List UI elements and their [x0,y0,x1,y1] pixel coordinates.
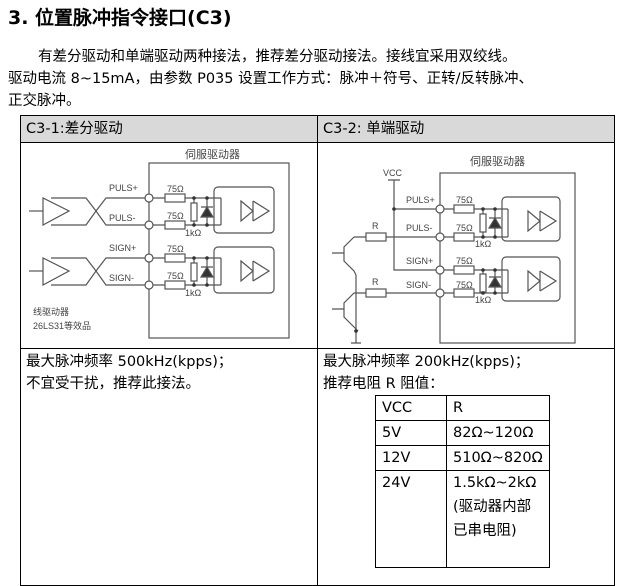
resistor-75-1 [164,193,186,203]
diagram-cell-single-ended: 伺服驱动器 VCC R R PULS+ PULS- SIGN+ SIGN- 75… [317,142,615,349]
resistor-label: 1kΩ [185,288,202,298]
line-driver-icon-pulse [42,197,71,227]
intro-line-2: 驱动电流 8~15mA，由参数 P035 设置工作方式：脉冲＋符号、正转/反转脉… [8,71,533,87]
desc-line: 最大脉冲频率 200kHz(kpps)； [323,354,530,370]
servo-drive-box [439,172,576,344]
differential-wiring-diagram: 伺服驱动器 PULS+ PULS- SIGN+ SIGN- 75Ω 75Ω 75… [29,148,290,339]
signal-label-puls-minus: PULS- [109,213,136,223]
signal-label-sign-minus: SIGN- [406,280,431,290]
cell-vcc: 24V [375,470,447,568]
servo-drive-label: 伺服驱动器 [470,155,525,168]
desc-single-ended: 最大脉冲频率 200kHz(kpps)； 推荐电阻 R 阻值： VCC R 5V… [317,348,615,586]
table-header-row: VCC R [375,395,550,421]
line-driver-part-label: 26LS31等效品 [33,320,91,331]
intro-line-1: 有差分驱动和单端驱动两种接法，推荐差分驱动接法。接线宜采用双绞线。 [38,49,517,65]
desc-line: 推荐电阻 R 阻值： [323,376,444,392]
resistor-label: 1kΩ [475,239,492,249]
resistor-75-4 [164,280,186,290]
line-driver-label: 线驱动器 [33,306,69,317]
cell-r: 1.5kΩ~2kΩ(驱动器内部已串电阻) [446,470,550,568]
signal-label-puls-plus: PULS+ [406,195,435,205]
resistor-label: 1kΩ [475,295,492,305]
resistor-r-label: R [372,277,379,287]
signal-label-sign-minus: SIGN- [109,273,134,283]
transistor-icon-2 [332,292,359,332]
optocoupler-box-1 [213,186,275,234]
table-row: 12V 510Ω~820Ω [375,445,550,471]
section-title: 3. 位置脉冲指令接口(C3) [8,7,232,29]
signal-label-sign-plus: SIGN+ [406,256,433,266]
table-row: 24V 1.5kΩ~2kΩ(驱动器内部已串电阻) [375,470,550,568]
resistor-label: 75Ω [167,244,184,254]
cell-r: 82Ω~120Ω [446,420,550,446]
diagram-cell-differential: 伺服驱动器 PULS+ PULS- SIGN+ SIGN- 75Ω 75Ω 75… [20,142,318,349]
col-header-vcc: VCC [375,395,447,421]
resistor-label: 1kΩ [185,228,202,238]
resistor-r-2 [365,288,387,298]
optocoupler-box-2 [213,246,275,294]
resistor-1k-2 [190,262,198,282]
wiring-table: C3-1:差分驱动 C3-2: 单端驱动 [20,115,615,586]
header-differential: C3-1:差分驱动 [20,115,318,143]
optocoupler-box-1 [501,196,561,242]
table-row: 5V 82Ω~120Ω [375,420,550,446]
resistor-label: 75Ω [167,211,184,221]
header-single-ended: C3-2: 单端驱动 [317,115,615,143]
opto-amp-icon-2 [240,259,254,283]
resistor-label: 75Ω [456,223,473,233]
diode-icon-1 [487,216,503,229]
diode-icon-2 [487,275,503,288]
single-ended-wiring-diagram: 伺服驱动器 VCC R R PULS+ PULS- SIGN+ SIGN- 75… [332,155,576,344]
line-driver-icon-sign [42,257,71,287]
resistor-label: 75Ω [167,184,184,194]
resistor-label: 75Ω [167,271,184,281]
resistor-1k-1 [190,202,198,222]
opto-amp-icon-1 [527,209,541,233]
resistor-r-label: R [372,221,379,231]
col-header-r: R [446,395,550,421]
resistor-75-3 [164,253,186,263]
resistor-r-1 [365,232,387,242]
optocoupler-box-2 [501,256,561,302]
desc-differential: 最大脉冲频率 500kHz(kpps)； 不宜受干扰，推荐此接法。 [20,348,318,586]
diode-icon-2 [199,265,215,278]
servo-drive-label: 伺服驱动器 [185,148,240,161]
desc-line: 不宜受干扰，推荐此接法。 [26,376,200,392]
signal-label-puls-plus: PULS+ [109,183,138,193]
signal-label-sign-plus: SIGN+ [109,243,136,253]
transistor-icon-1 [332,236,357,276]
cell-vcc: 12V [375,445,447,471]
diode-icon-1 [199,205,215,218]
resistor-value-table: VCC R 5V 82Ω~120Ω 12V 510Ω~820Ω 24V 1.5k… [375,395,550,568]
vcc-rail [388,179,400,203]
opto-amp-icon-1 [240,199,254,223]
resistor-label: 75Ω [456,195,473,205]
intro-line-3: 正交脉冲。 [8,93,81,109]
resistor-label: 75Ω [456,256,473,266]
resistor-75-2 [164,220,186,230]
servo-drive-box [148,162,290,339]
desc-line: 最大脉冲频率 500kHz(kpps)； [26,354,233,370]
cell-vcc: 5V [375,420,447,446]
resistor-label: 75Ω [456,280,473,290]
intro-paragraph: 有差分驱动和单端驱动两种接法，推荐差分驱动接法。接线宜采用双绞线。 驱动电流 8… [8,46,638,112]
vcc-label: VCC [383,168,403,178]
opto-amp-icon-2 [527,269,541,293]
signal-label-puls-minus: PULS- [406,223,433,233]
cell-r: 510Ω~820Ω [446,445,550,471]
